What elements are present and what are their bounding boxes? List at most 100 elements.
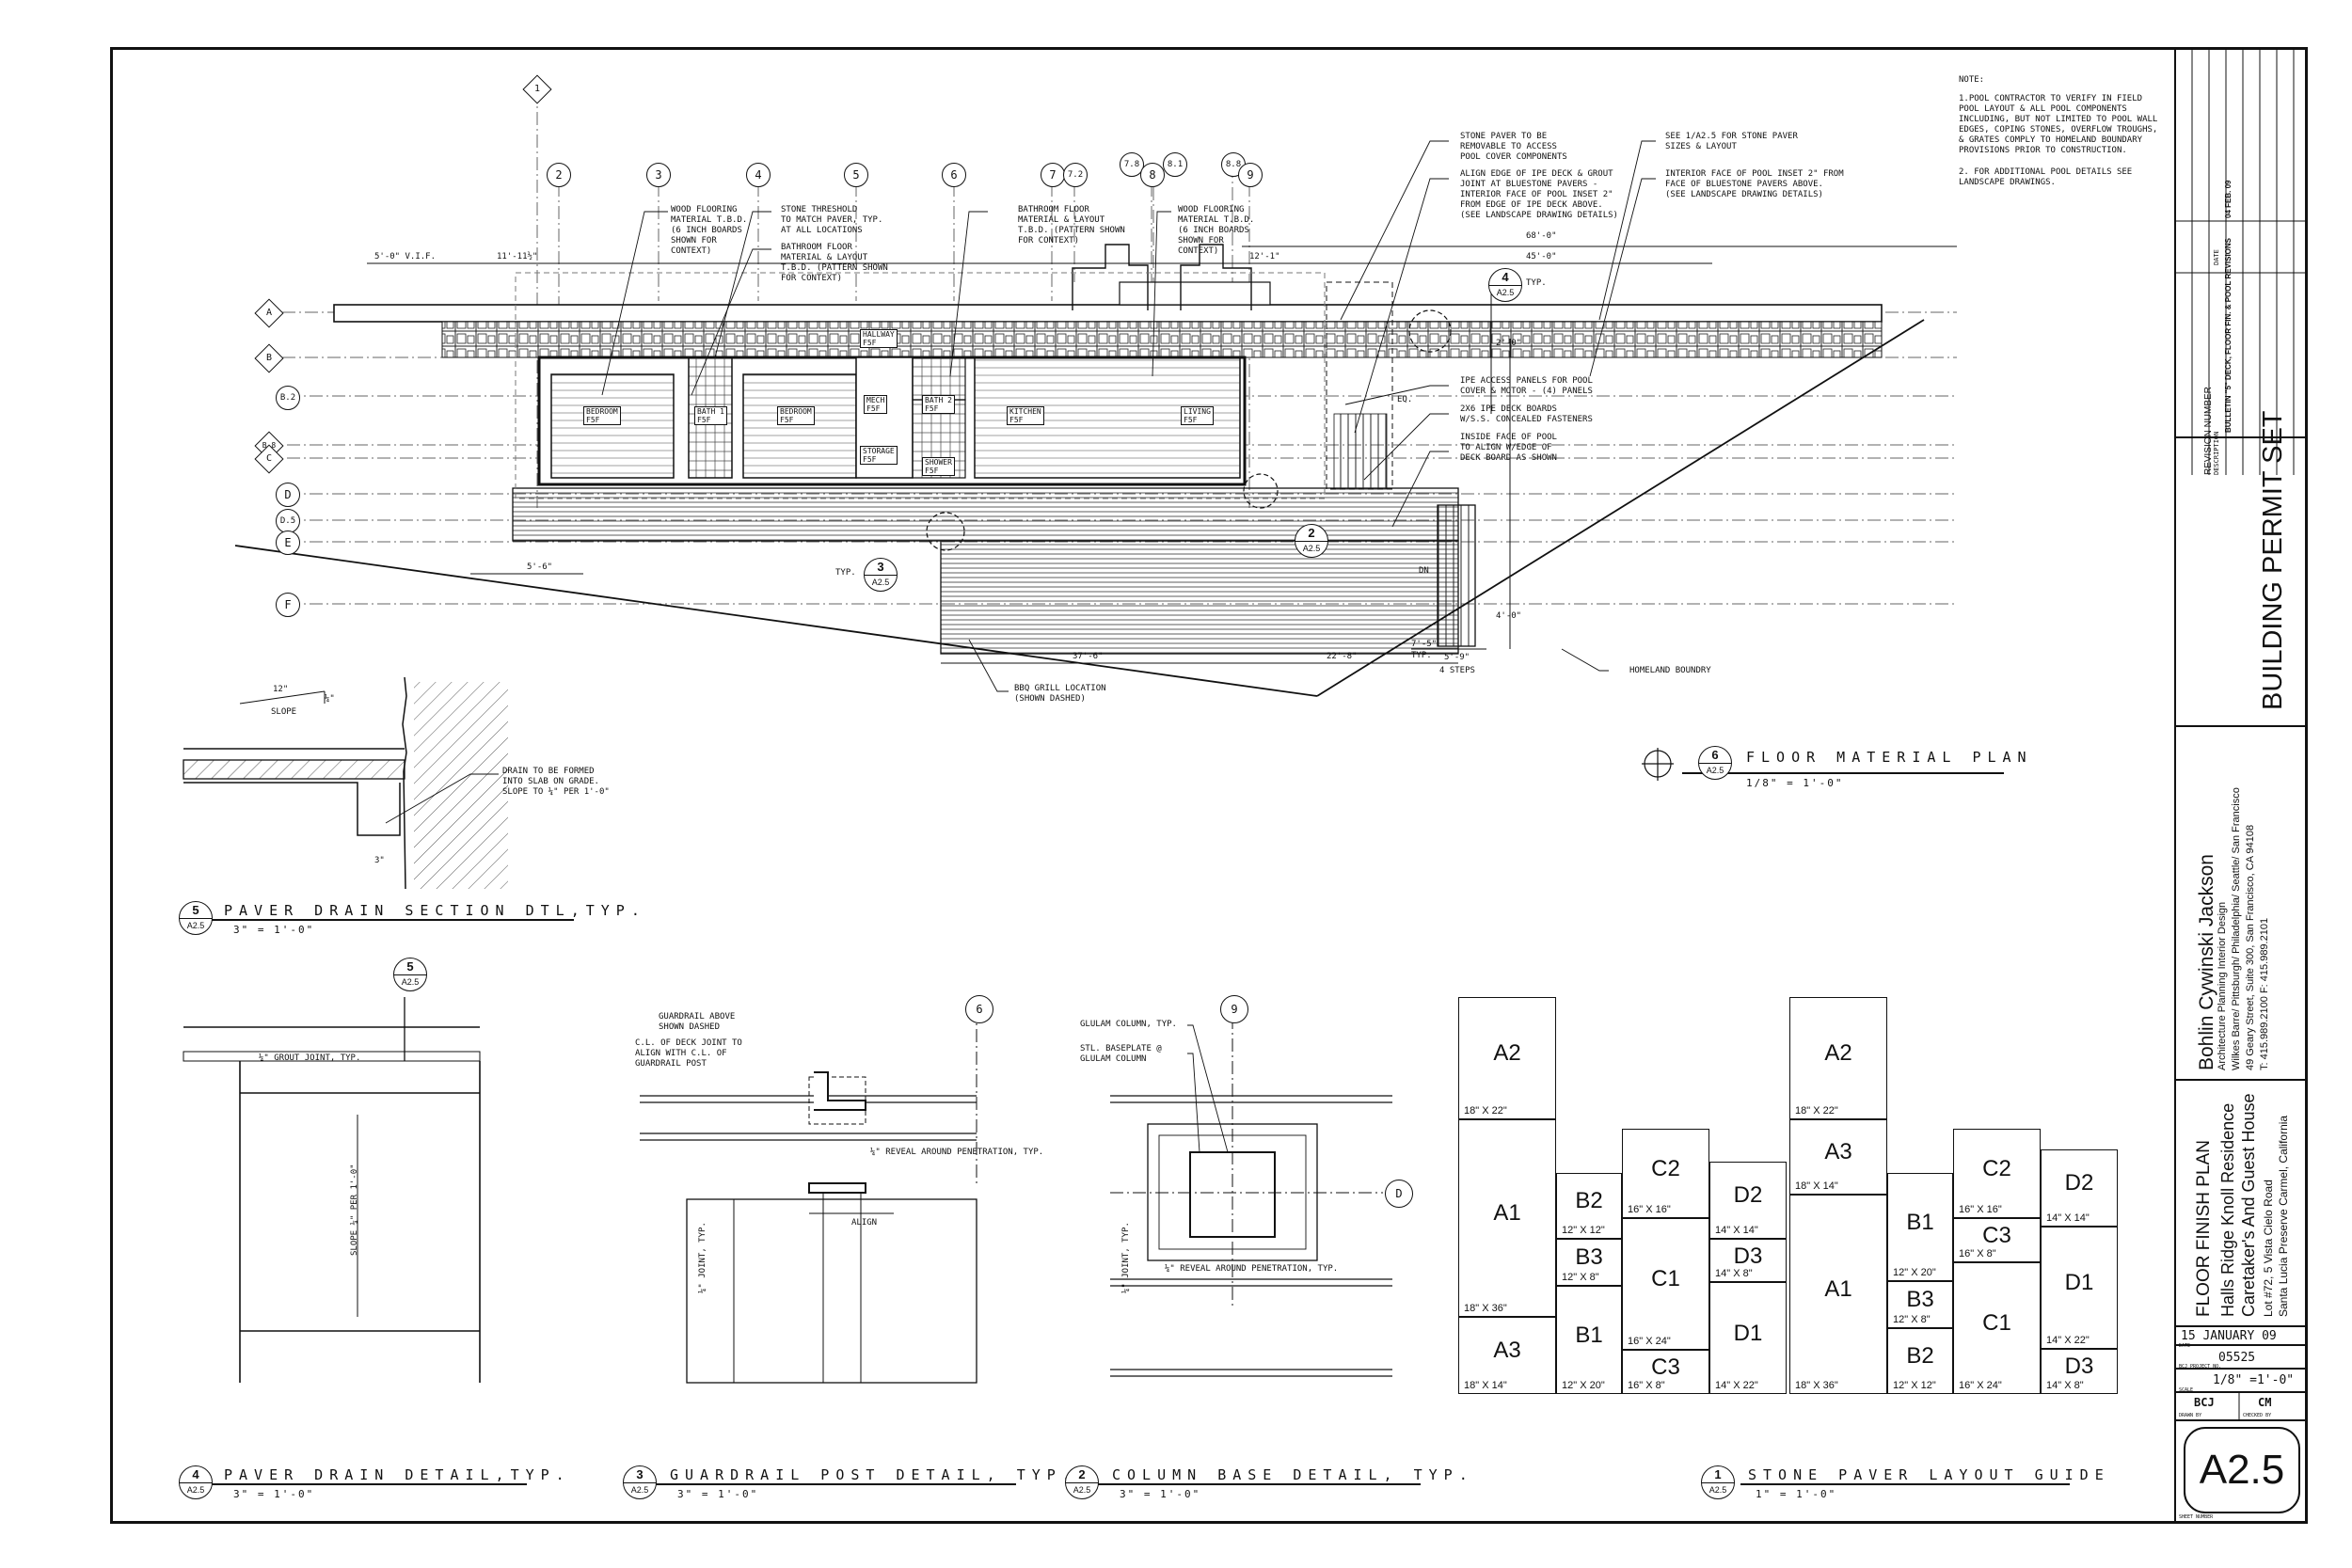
dimension-text: 4'-0" — [1496, 611, 1522, 621]
slope-label: SLOPE — [271, 707, 297, 717]
grid-row-bubble: E — [276, 531, 300, 555]
paver-label: B1 — [1575, 1322, 1603, 1348]
paver-label: A3 — [1493, 1338, 1521, 1363]
dimension-text: TYP. — [1411, 651, 1432, 660]
grid-column-bubble: 3 — [646, 163, 671, 187]
project-location: Santa Lucia Preserve Carmel, California — [2277, 1115, 2290, 1317]
project-name-line1: Halls Ridge Knoll Residence — [2218, 1102, 2237, 1317]
guardrail-note: GUARDRAIL ABOVE SHOWN DASHED — [659, 1012, 736, 1032]
drawing-title: PAVER DRAIN SECTION DTL,TYP. — [224, 902, 646, 919]
paver-label: D2 — [2064, 1170, 2094, 1196]
drain-note: DRAIN TO BE FORMED INTO SLAB ON GRADE. S… — [502, 767, 610, 797]
project-lot: Lot #72, 5 Vista Cielo Road — [2262, 1180, 2275, 1317]
paver-size: 14" X 22" — [1715, 1380, 1758, 1391]
firm-offices: Wilkes Barre/ Pittsburgh/ Philadelphia/ … — [2231, 787, 2242, 1070]
paver-label: B3 — [1575, 1244, 1603, 1270]
plan-note: BATHROOM FLOOR MATERIAL & LAYOUT T.B.D. … — [1018, 205, 1125, 245]
dimension-text: EQ. — [1397, 395, 1413, 404]
paver-size: 16" X 24" — [1628, 1336, 1671, 1347]
paver-cell-b1: B1 12" X 20" — [1556, 1286, 1622, 1394]
checked-by-label: CHECKED BY — [2243, 1413, 2272, 1418]
dimension-text: DN — [1419, 566, 1429, 576]
paver-size: 12" X 20" — [1893, 1267, 1936, 1278]
dimension-text: 4 STEPS — [1439, 666, 1475, 675]
drawing-title: FLOOR MATERIAL PLAN — [1746, 749, 2033, 766]
drawing-scale: 3" = 1'-0" — [1120, 1488, 1201, 1500]
paver-label: C2 — [1982, 1155, 2011, 1181]
revision-1-date: 04 FEB. 09 — [2224, 180, 2233, 218]
paver-label: A3 — [1824, 1139, 1852, 1164]
paver-label: B2 — [1575, 1188, 1603, 1213]
plan-note: ALIGN EDGE OF IPE DECK & GROUT JOINT AT … — [1460, 169, 1618, 220]
sheet-number-label: SHEET NUMBER — [2179, 1514, 2214, 1520]
grid-row-bubble: B.2 — [276, 386, 300, 410]
plan-note: WOOD FLOORING MATERIAL T.B.D. (6 INCH BO… — [1178, 205, 1255, 256]
checked-by: CM — [2258, 1396, 2272, 1409]
paver-label: D3 — [1733, 1243, 1763, 1269]
paver-size: 12" X 8" — [1893, 1314, 1931, 1325]
slope-rise: 12" — [273, 685, 289, 694]
grid-column-bubble: 6 — [942, 163, 966, 187]
callout-typ-label: TYP. — [835, 568, 856, 578]
drawn-by: BCJ — [2194, 1396, 2215, 1409]
drawing-title: PAVER DRAIN DETAIL,TYP. — [224, 1466, 571, 1483]
grid-row-bubble: D — [276, 483, 300, 507]
paver-size: 12" X 20" — [1562, 1380, 1605, 1391]
reveal-note: ¼" REVEAL AROUND PENETRATION, TYP. — [1165, 1264, 1339, 1274]
grid-column-bubble: 8 — [1140, 163, 1165, 187]
drawing-scale: 3" = 1'-0" — [677, 1488, 759, 1500]
paver-size: 14" X 22" — [2046, 1335, 2090, 1346]
paver-size: 16" X 16" — [1959, 1204, 2002, 1215]
drawing-title: STONE PAVER LAYOUT GUIDE — [1748, 1466, 2110, 1483]
paver-cell-c2: C2 16" X 16" — [1622, 1129, 1709, 1218]
plan-note: SEE 1/A2.5 FOR STONE PAVER SIZES & LAYOU… — [1665, 132, 1798, 151]
dimension-text: 5'-9" — [1444, 653, 1470, 662]
callout-typ-label: TYP. — [1526, 278, 1547, 288]
paver-size: 16" X 16" — [1628, 1204, 1671, 1215]
reveal-note: ¼" REVEAL AROUND PENETRATION, TYP. — [870, 1148, 1044, 1157]
paver-label: C2 — [1651, 1155, 1680, 1181]
dimension-text: 37'-6" — [1073, 652, 1104, 661]
note-item-2: 2. FOR ADDITIONAL POOL DETAILS SEE LANDS… — [1959, 167, 2133, 187]
grid-bubble-9: 9 — [1220, 995, 1248, 1023]
grid-row-bubble: D.5 — [276, 509, 300, 533]
dimension-text: 45'-0" — [1526, 252, 1557, 261]
paver-size: 18" X 22" — [1464, 1105, 1507, 1117]
drawing-scale: 1" = 1'-0" — [1756, 1488, 1837, 1500]
sheet-number: A2.5 — [2199, 1447, 2285, 1493]
sheet-title: FLOOR FINISH PLAN — [2194, 1140, 2214, 1317]
drawing-scale: 3" = 1'-0" — [233, 1488, 315, 1500]
paver-cell-c2: C2 16" X 16" — [1953, 1129, 2041, 1218]
deck-joint-note: C.L. OF DECK JOINT TO ALIGN WITH C.L. OF… — [635, 1038, 742, 1069]
firm-services: Architecture Planning Interior Design — [2217, 901, 2228, 1070]
revision-date-header: DATE — [2213, 249, 2220, 265]
dimension-text: 68'-0" — [1526, 231, 1557, 241]
date-label: DATE — [2179, 1343, 2191, 1349]
paver-size: 12" X 12" — [1893, 1380, 1936, 1391]
paver-size: 18" X 22" — [1795, 1105, 1838, 1117]
paver-label: A1 — [1824, 1276, 1852, 1302]
drawing-scale: 3" = 1'-0" — [233, 924, 315, 936]
dimension-text: 5'-6" — [527, 562, 553, 572]
paver-size: 18" X 36" — [1795, 1380, 1838, 1391]
grid-column-bubble: 7.2 — [1063, 163, 1088, 187]
